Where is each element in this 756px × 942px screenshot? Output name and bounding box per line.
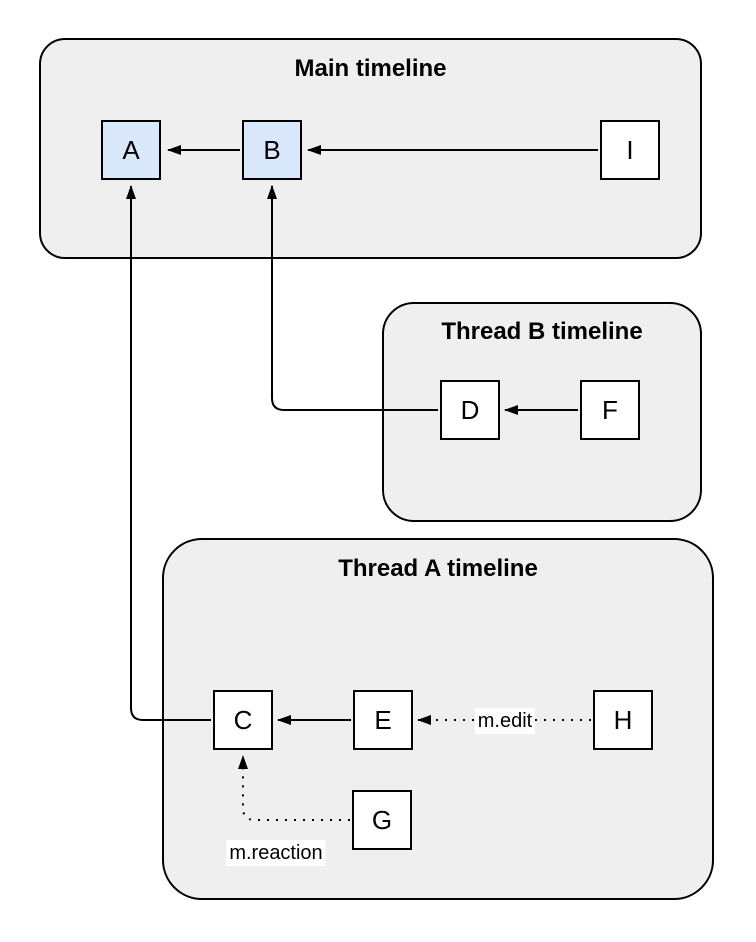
node-c: C <box>213 690 273 750</box>
node-h: H <box>593 690 653 750</box>
node-d: D <box>440 380 500 440</box>
thread-a-timeline-title: Thread A timeline <box>338 555 538 582</box>
node-b: B <box>242 120 302 180</box>
node-g: G <box>352 790 412 850</box>
node-e: E <box>353 690 413 750</box>
edge-label-m-edit: m.edit <box>474 708 536 734</box>
node-i: I <box>600 120 660 180</box>
thread-b-timeline-title: Thread B timeline <box>441 318 643 345</box>
edge-label-m-reaction: m.reaction <box>226 840 326 866</box>
node-f: F <box>580 380 640 440</box>
node-a: A <box>101 120 161 180</box>
main-timeline-title: Main timeline <box>294 55 447 82</box>
